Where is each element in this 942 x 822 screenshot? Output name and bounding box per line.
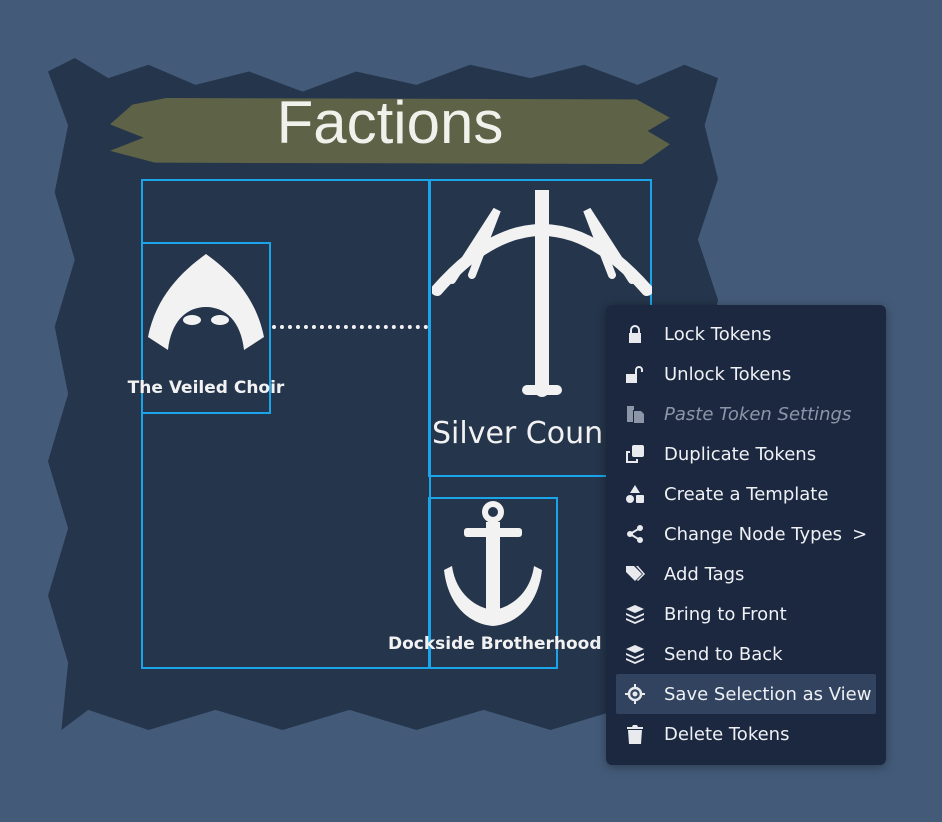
menu-item-lock-tokens[interactable]: Lock Tokens bbox=[616, 314, 876, 354]
context-menu: Lock Tokens Unlock Tokens Paste Token Se… bbox=[606, 305, 886, 765]
menu-item-label: Unlock Tokens bbox=[664, 363, 792, 385]
title-banner bbox=[110, 98, 670, 164]
duplicate-icon bbox=[624, 443, 646, 465]
menu-item-label: Paste Token Settings bbox=[664, 403, 852, 425]
trash-icon bbox=[624, 723, 646, 745]
menu-item-bring-to-front[interactable]: Bring to Front bbox=[616, 594, 876, 634]
connection-line bbox=[272, 325, 428, 329]
selection-box-group[interactable] bbox=[141, 179, 431, 669]
menu-item-label: Lock Tokens bbox=[664, 323, 772, 345]
menu-item-label: Change Node Types bbox=[664, 523, 843, 545]
menu-item-add-tags[interactable]: Add Tags bbox=[616, 554, 876, 594]
crosshair-icon bbox=[624, 683, 646, 705]
share-icon bbox=[624, 523, 646, 545]
menu-item-label: Delete Tokens bbox=[664, 723, 790, 745]
unlock-icon bbox=[624, 363, 646, 385]
menu-item-label: Create a Template bbox=[664, 483, 829, 505]
menu-item-duplicate-tokens[interactable]: Duplicate Tokens bbox=[616, 434, 876, 474]
menu-item-save-selection-as-view[interactable]: Save Selection as View bbox=[616, 674, 876, 714]
board-title: Factions bbox=[276, 89, 504, 156]
menu-item-delete-tokens[interactable]: Delete Tokens bbox=[616, 714, 876, 754]
menu-item-label: Add Tags bbox=[664, 563, 745, 585]
menu-item-label: Bring to Front bbox=[664, 603, 787, 625]
layers-icon bbox=[624, 643, 646, 665]
hood-icon bbox=[148, 254, 264, 350]
menu-item-unlock-tokens[interactable]: Unlock Tokens bbox=[616, 354, 876, 394]
menu-item-send-to-back[interactable]: Send to Back bbox=[616, 634, 876, 674]
shapes-icon bbox=[624, 483, 646, 505]
menu-item-label: Save Selection as View bbox=[664, 683, 872, 705]
menu-item-change-node-types[interactable]: Change Node Types > bbox=[616, 514, 876, 554]
anchor-icon bbox=[444, 501, 542, 626]
sigil-icon bbox=[432, 190, 652, 397]
node-label-silver-council: Silver Coun bbox=[432, 416, 604, 451]
menu-item-label: Send to Back bbox=[664, 643, 783, 665]
paste-icon bbox=[624, 403, 646, 425]
node-label-dockside-brotherhood: Dockside Brotherhood bbox=[388, 634, 602, 654]
selection-box-dockside[interactable] bbox=[428, 497, 558, 669]
lock-icon bbox=[624, 323, 646, 345]
layers-icon bbox=[624, 603, 646, 625]
menu-item-label: Duplicate Tokens bbox=[664, 443, 817, 465]
selection-box-veiled[interactable] bbox=[141, 242, 271, 414]
menu-item-paste-token-settings: Paste Token Settings bbox=[616, 394, 876, 434]
node-label-veiled-choir: The Veiled Choir bbox=[127, 378, 285, 398]
chevron-right-icon: > bbox=[852, 523, 868, 545]
tags-icon bbox=[624, 563, 646, 585]
menu-item-create-template[interactable]: Create a Template bbox=[616, 474, 876, 514]
